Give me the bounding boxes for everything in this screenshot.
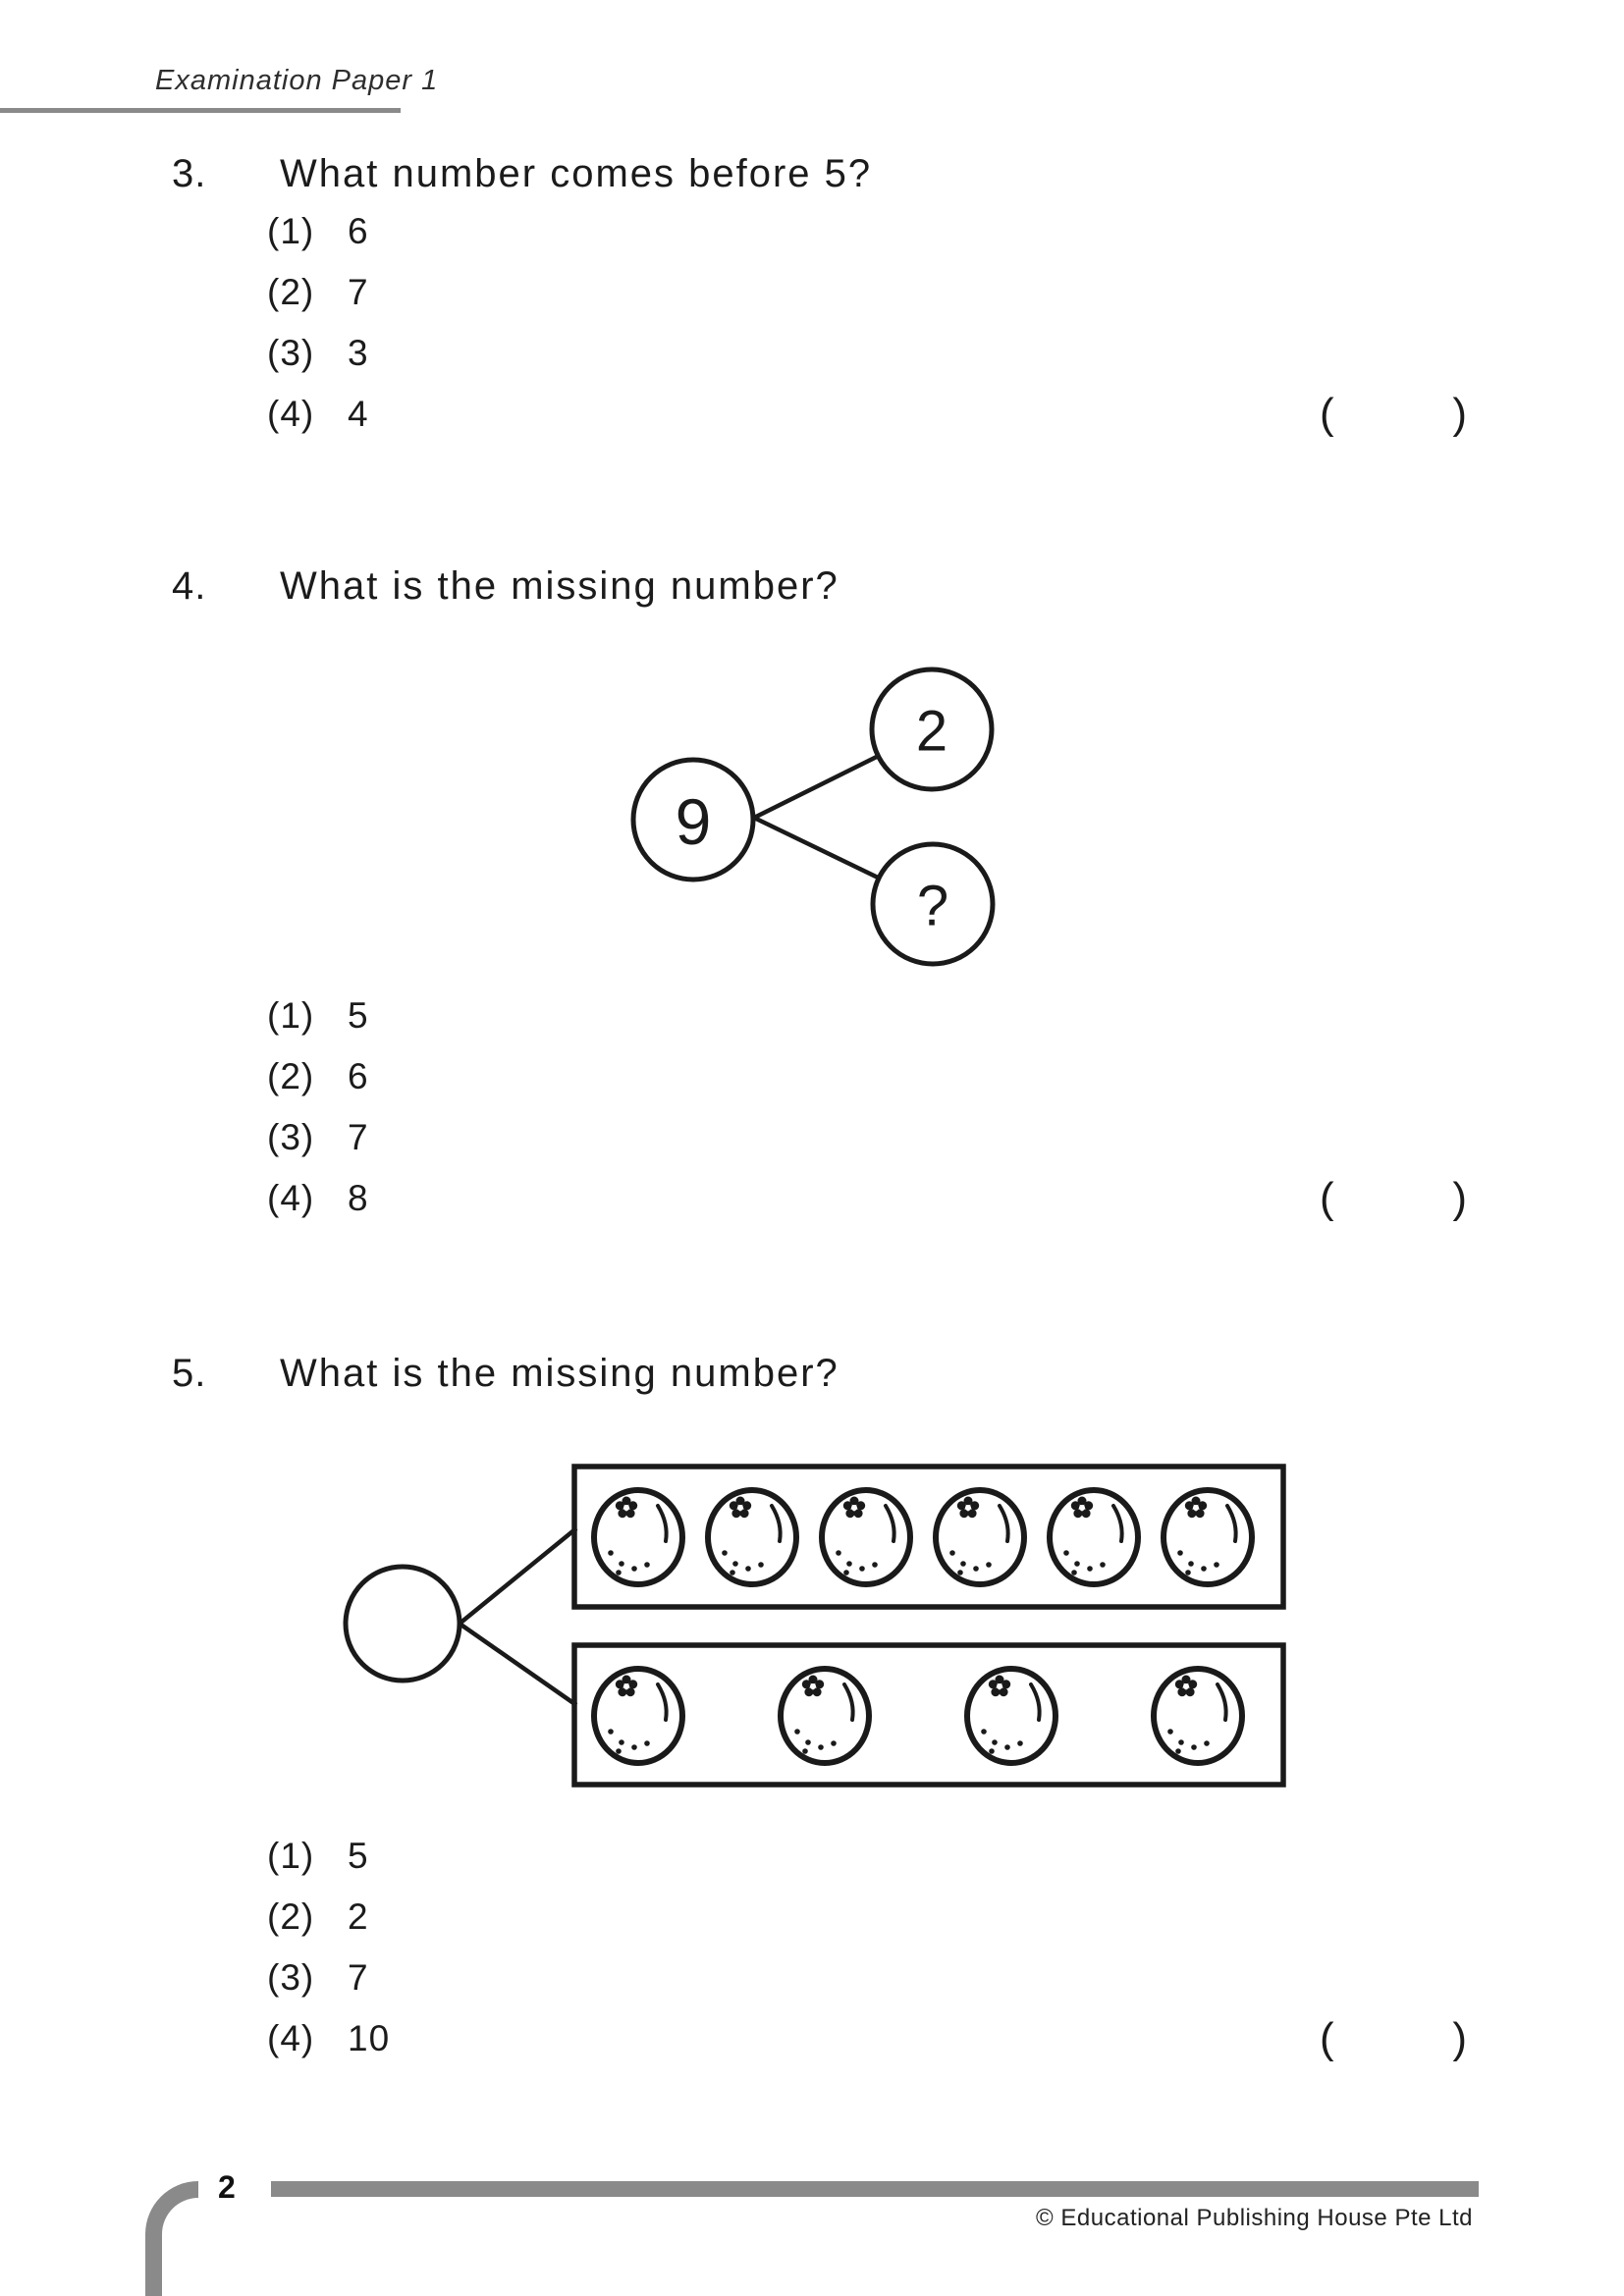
option-label: (3) bbox=[267, 1117, 315, 1157]
option-label: (3) bbox=[267, 333, 315, 373]
bracket-open: ( bbox=[1320, 2014, 1334, 2062]
part-whole-links bbox=[458, 1526, 578, 1707]
option-value: 10 bbox=[348, 2018, 391, 2058]
question-3-options: (1) 6 (2) 7 (3) 3 (4) 4 bbox=[267, 201, 369, 445]
option-row: (3) 7 bbox=[267, 1107, 369, 1168]
part2-value: ? bbox=[917, 875, 948, 938]
option-label: (1) bbox=[267, 995, 315, 1036]
footer-corner-rule bbox=[145, 2181, 198, 2296]
option-value: 5 bbox=[348, 995, 369, 1036]
orange-group-box-top bbox=[571, 1464, 1286, 1610]
orange-row-top bbox=[594, 1490, 1252, 1584]
option-row: (1) 5 bbox=[267, 1826, 390, 1887]
option-label: (4) bbox=[267, 1178, 315, 1218]
orange-icon bbox=[822, 1490, 910, 1584]
orange-icon bbox=[708, 1490, 796, 1584]
orange-icon bbox=[594, 1490, 682, 1584]
option-row: (2) 2 bbox=[267, 1887, 390, 1948]
question-5-number: 5. bbox=[172, 1352, 207, 1395]
option-value: 8 bbox=[348, 1178, 369, 1218]
answer-bracket: ( ) bbox=[1320, 2008, 1467, 2069]
part-whole-oranges-diagram bbox=[343, 1464, 1286, 1788]
orange-icon bbox=[936, 1490, 1024, 1584]
option-row: (4) 10 bbox=[267, 2008, 390, 2069]
question-3-text: What number comes before 5? bbox=[280, 152, 873, 195]
option-label: (4) bbox=[267, 2018, 315, 2058]
link-line-top bbox=[458, 1526, 578, 1626]
option-label: (3) bbox=[267, 1957, 315, 1998]
orange-icon bbox=[967, 1669, 1056, 1763]
link-line-bottom bbox=[458, 1622, 578, 1707]
question-3-number: 3. bbox=[172, 152, 207, 195]
bracket-close: ) bbox=[1452, 2014, 1467, 2062]
question-5-text: What is the missing number? bbox=[280, 1352, 839, 1395]
whole-value: 9 bbox=[676, 785, 712, 858]
option-value: 4 bbox=[348, 394, 369, 434]
question-4-options: (1) 5 (2) 6 (3) 7 (4) 8 bbox=[267, 986, 369, 1229]
part1-value: 2 bbox=[916, 700, 947, 764]
option-row: (3) 3 bbox=[267, 323, 369, 384]
option-value: 6 bbox=[348, 1056, 369, 1096]
option-label: (4) bbox=[267, 394, 315, 434]
option-row: (3) 7 bbox=[267, 1948, 390, 2008]
orange-icon bbox=[781, 1669, 869, 1763]
question-5-options: (1) 5 (2) 2 (3) 7 (4) 10 bbox=[267, 1826, 390, 2069]
option-label: (2) bbox=[267, 1056, 315, 1096]
question-4-number: 4. bbox=[172, 564, 207, 608]
page-header-title: Examination Paper 1 bbox=[155, 65, 439, 96]
number-bond-circle-whole bbox=[630, 757, 756, 882]
option-row: (4) 4 bbox=[267, 384, 369, 445]
option-label: (2) bbox=[267, 272, 315, 312]
option-value: 7 bbox=[348, 272, 369, 312]
number-bond-circle-part2 bbox=[870, 841, 996, 967]
bracket-open: ( bbox=[1320, 1174, 1334, 1222]
option-row: (2) 7 bbox=[267, 262, 369, 323]
option-value: 3 bbox=[348, 333, 369, 373]
footer-divider-bar bbox=[271, 2181, 1479, 2197]
option-row: (4) 8 bbox=[267, 1168, 369, 1229]
option-label: (2) bbox=[267, 1896, 315, 1937]
option-label: (1) bbox=[267, 1836, 315, 1876]
whole-circle-empty bbox=[343, 1564, 462, 1683]
page-number: 2 bbox=[218, 2169, 236, 2205]
copyright-text: © Educational Publishing House Pte Ltd bbox=[1036, 2205, 1473, 2231]
option-value: 6 bbox=[348, 211, 369, 251]
bracket-open: ( bbox=[1320, 390, 1334, 438]
question-4-text: What is the missing number? bbox=[280, 564, 839, 608]
option-row: (1) 5 bbox=[267, 986, 369, 1046]
orange-icon bbox=[1154, 1669, 1242, 1763]
header-divider bbox=[0, 108, 401, 113]
orange-group-box-bottom bbox=[571, 1642, 1286, 1788]
option-row: (2) 6 bbox=[267, 1046, 369, 1107]
option-value: 7 bbox=[348, 1957, 369, 1998]
number-bond-diagram: 9 2 ? bbox=[630, 667, 996, 967]
option-value: 5 bbox=[348, 1836, 369, 1876]
option-label: (1) bbox=[267, 211, 315, 251]
bracket-close: ) bbox=[1452, 390, 1467, 438]
orange-icon bbox=[1164, 1490, 1252, 1584]
answer-bracket: ( ) bbox=[1320, 384, 1467, 445]
orange-icon bbox=[594, 1669, 682, 1763]
number-bond-circle-part1 bbox=[869, 667, 995, 792]
option-value: 2 bbox=[348, 1896, 369, 1937]
orange-icon bbox=[1050, 1490, 1138, 1584]
option-row: (1) 6 bbox=[267, 201, 369, 262]
bracket-close: ) bbox=[1452, 1174, 1467, 1222]
option-value: 7 bbox=[348, 1117, 369, 1157]
answer-bracket: ( ) bbox=[1320, 1168, 1467, 1229]
orange-row-bottom bbox=[594, 1669, 1242, 1763]
